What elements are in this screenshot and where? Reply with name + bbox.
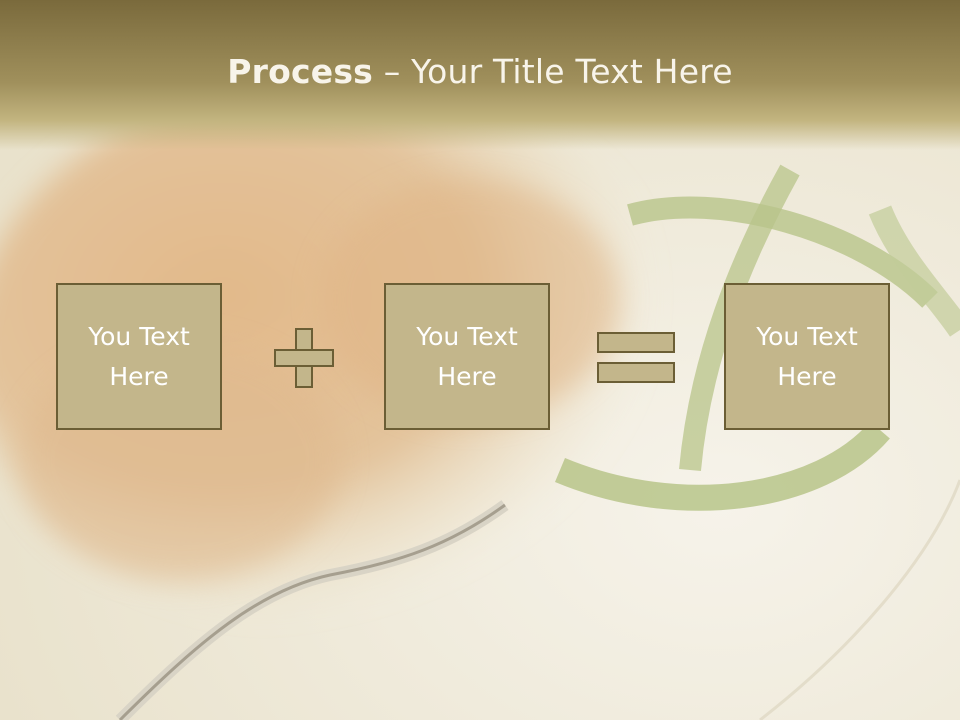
process-box-3[interactable]: You Text Here — [724, 283, 890, 430]
title-bold: Process — [227, 52, 374, 91]
process-box-2[interactable]: You Text Here — [384, 283, 550, 430]
plus-icon — [274, 328, 334, 388]
slide-title: Process – Your Title Text Here — [0, 52, 960, 91]
process-box-1-label: You Text Here — [88, 321, 190, 391]
title-bar — [0, 0, 960, 150]
title-rest: – Your Title Text Here — [373, 52, 733, 91]
equals-icon — [597, 332, 675, 383]
process-box-3-label: You Text Here — [756, 321, 858, 391]
process-box-1[interactable]: You Text Here — [56, 283, 222, 430]
process-box-2-label: You Text Here — [416, 321, 518, 391]
